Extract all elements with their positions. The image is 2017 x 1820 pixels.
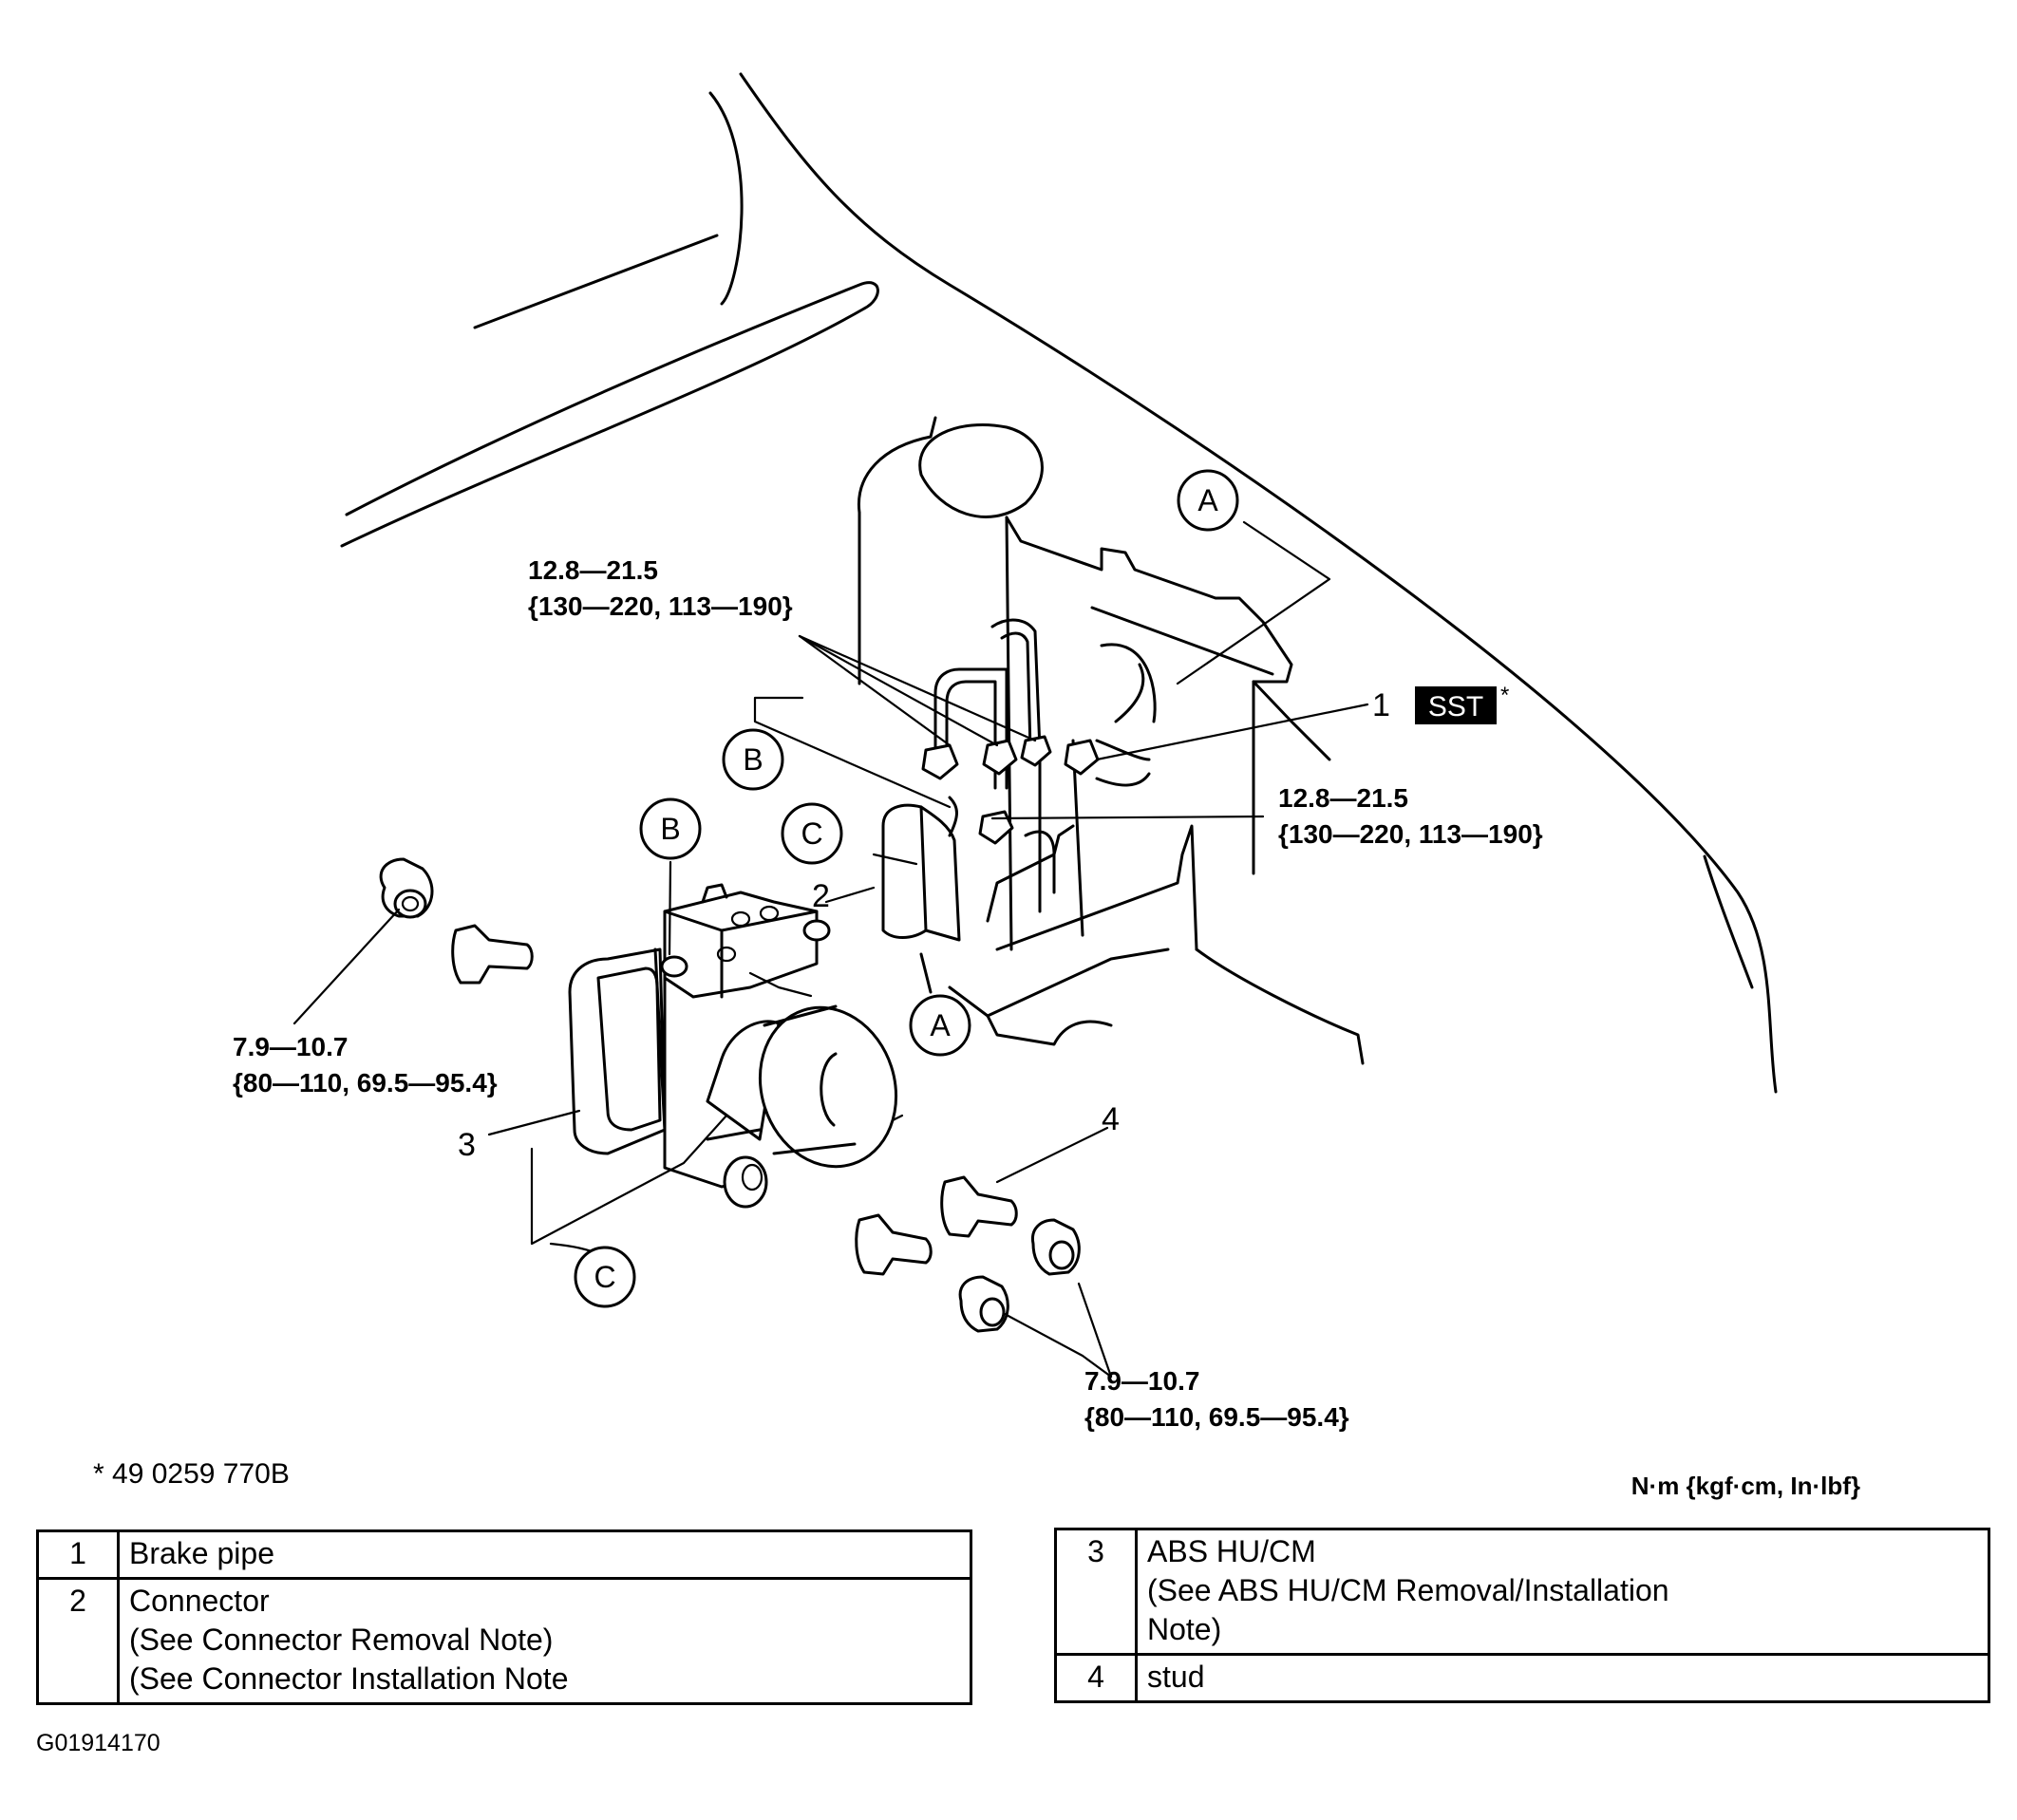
abs-hucm-unit (568, 883, 898, 1209)
part-number-2: 2 (812, 878, 830, 914)
svg-text:{130—220, 113—190}: {130—220, 113—190} (528, 591, 793, 621)
parts-table-row: 3 ABS HU/CM (See ABS HU/CM Removal/Install… (1054, 1528, 1990, 1656)
svg-text:B: B (743, 742, 763, 777)
svg-text:C: C (594, 1260, 615, 1294)
torque-spec-pipe-upper: 12.8—21.5 {130—220, 113—190} (528, 555, 793, 621)
callout-a-lower: A (909, 994, 971, 1057)
flare-nuts (921, 735, 1100, 845)
stud-right-lower (855, 1213, 933, 1276)
torque-spec-nut-right: 7.9—10.7 {80—110, 69.5—95.4} (1084, 1366, 1349, 1432)
svg-text:{130—220, 113—190}: {130—220, 113—190} (1278, 819, 1543, 849)
part-number-cell: 2 (36, 1577, 120, 1705)
svg-text:*: * (1500, 683, 1509, 708)
part-number-cell: 4 (1054, 1653, 1138, 1703)
connector (881, 796, 961, 942)
callout-c-upper: C (781, 802, 843, 865)
part-description-line: (See ABS HU/CM Removal/Installation (1147, 1573, 1669, 1607)
part-description-line: Brake pipe (129, 1536, 274, 1570)
stud-right-upper (940, 1175, 1018, 1238)
body-panel (340, 72, 1778, 1094)
callout-a-upper: A (1177, 469, 1239, 532)
torque-spec-pipe-right: 12.8—21.5 {130—220, 113—190} (1278, 783, 1543, 849)
svg-text:7.9—10.7: 7.9—10.7 (1084, 1366, 1199, 1396)
callout-b-upper: B (722, 728, 784, 791)
nuts-and-studs (379, 857, 1081, 1333)
svg-text:SST: SST (1428, 691, 1483, 722)
part-description-line: Connector (129, 1584, 270, 1618)
part-description-line: Note) (1147, 1612, 1222, 1646)
part-number-cell: 3 (1054, 1528, 1138, 1656)
part-number-3: 3 (458, 1127, 476, 1163)
torque-units-legend: N·m {kgf·cm, In·lbf} (1631, 1472, 1860, 1500)
part-description-cell: stud (1135, 1653, 1990, 1703)
part-description-cell: Brake pipe (117, 1529, 972, 1580)
part-number-1: 1 (1372, 687, 1390, 723)
nut-left (379, 857, 434, 919)
nut-right-upper (1030, 1218, 1081, 1276)
parts-table-left: 1 Brake pipe 2 Connector (See Connector Remo… (36, 1529, 972, 1705)
svg-text:{80—110, 69.5—95.4}: {80—110, 69.5—95.4} (233, 1068, 498, 1098)
callout-labels: A B C B A C (574, 469, 1239, 1308)
parts-table-row: 4 stud (1054, 1653, 1990, 1703)
part-description-line: (See Connector Removal Note) (129, 1623, 554, 1657)
callout-c-lower: C (574, 1246, 636, 1308)
part-description-cell: Connector (See Connector Removal Note) (Se… (117, 1577, 972, 1705)
stud-left (451, 924, 534, 985)
svg-text:C: C (801, 816, 822, 851)
torque-spec-nut-left: 7.9—10.7 {80—110, 69.5—95.4} (233, 1032, 498, 1098)
sst-footnote: * 49 0259 770B (93, 1458, 290, 1490)
part-number-4: 4 (1102, 1101, 1120, 1137)
svg-text:A: A (930, 1008, 951, 1042)
part-number-cell: 1 (36, 1529, 120, 1580)
leader-lines (292, 520, 1369, 1379)
parts-table-row: 1 Brake pipe (36, 1529, 972, 1580)
svg-text:7.9—10.7: 7.9—10.7 (233, 1032, 348, 1061)
svg-text:12.8—21.5: 12.8—21.5 (1278, 783, 1408, 813)
callout-b-lower: B (639, 797, 702, 860)
part-description-line: stud (1147, 1660, 1205, 1694)
parts-table-row: 2 Connector (See Connector Removal Note) (S… (36, 1577, 972, 1705)
sst-badge: SST * (1415, 683, 1509, 724)
svg-text:12.8—21.5: 12.8—21.5 (528, 555, 658, 585)
part-number-labels: 1 2 3 4 (458, 687, 1390, 1163)
part-description-cell: ABS HU/CM (See ABS HU/CM Removal/Installa… (1135, 1528, 1990, 1656)
figure-id: G01914170 (36, 1730, 160, 1756)
svg-text:B: B (660, 812, 680, 846)
svg-text:{80—110, 69.5—95.4}: {80—110, 69.5—95.4} (1084, 1402, 1349, 1432)
svg-text:A: A (1197, 483, 1218, 517)
part-description-line: (See Connector Installation Note (129, 1661, 569, 1696)
brake-pipes (933, 618, 1151, 937)
nut-right-lower (958, 1275, 1009, 1333)
part-description-line: ABS HU/CM (1147, 1534, 1316, 1568)
parts-table-right: 3 ABS HU/CM (See ABS HU/CM Removal/Install… (1054, 1528, 1990, 1703)
